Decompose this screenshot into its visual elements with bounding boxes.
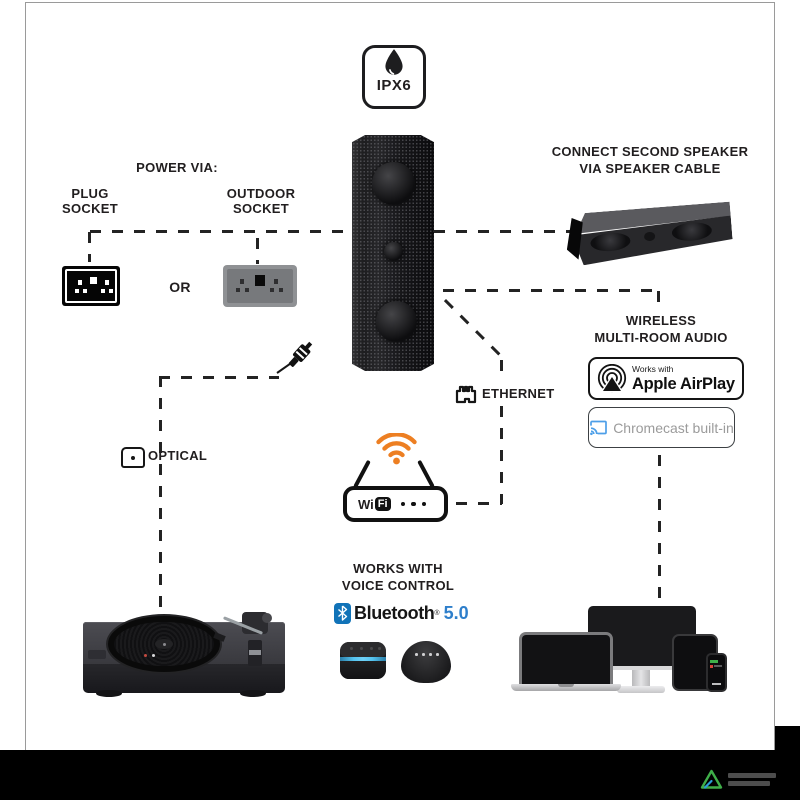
- dashed-connector-second-speaker: [434, 230, 570, 233]
- dashed-connector-wireless-h: [443, 289, 659, 292]
- router-antenna-left: [353, 459, 371, 489]
- optical-port-icon: [121, 447, 145, 468]
- router-led-dots: [400, 501, 427, 507]
- wifi-signal-icon: [374, 432, 419, 470]
- airplay-label: Apple AirPlay: [632, 374, 735, 393]
- dashed-connector-optical-v: [159, 376, 162, 612]
- outdoor-socket-image: [223, 265, 297, 307]
- dashed-connector-power: [90, 230, 352, 233]
- optical-plug-icon: [284, 338, 316, 371]
- wifi-router-image: Wi Fi: [343, 486, 448, 522]
- turntable-platter: [106, 614, 222, 674]
- turntable-start-button: [88, 650, 106, 659]
- dashed-connector-ethernet-v1: [500, 360, 503, 382]
- bottom-black-band: [0, 750, 800, 800]
- dashed-connector-plug-drop: [88, 232, 91, 262]
- speaker-woofer-bottom: [376, 301, 417, 342]
- ethernet-port-icon: [454, 383, 478, 410]
- ipx6-badge: IPX6: [362, 45, 426, 109]
- plug-socket-image: [62, 266, 120, 306]
- outdoor-socket-label: OUTDOOR SOCKET: [226, 186, 296, 216]
- router-antenna-right: [417, 459, 435, 489]
- speaker-mid-driver: [384, 242, 403, 261]
- voice-control-heading: WORKS WITH VOICE CONTROL: [341, 561, 455, 593]
- turntable-image: [80, 606, 288, 697]
- airplay-badge: Works with Apple AirPlay: [588, 357, 744, 400]
- dashed-connector-ethernet-v2: [500, 406, 503, 504]
- dashed-connector-devices-v: [658, 455, 661, 601]
- router-fi-text: Fi: [374, 497, 391, 511]
- bluetooth-registered-mark: ®: [434, 609, 440, 617]
- ethernet-label: ETHERNET: [482, 386, 555, 401]
- echo-dot-image: [340, 642, 386, 679]
- chromecast-icon: [590, 420, 608, 435]
- watermark: [700, 769, 776, 790]
- speaker-woofer-top: [372, 162, 415, 205]
- water-drop-icon: [385, 49, 403, 75]
- watermark-text: [728, 773, 776, 786]
- connect-second-speaker-heading: CONNECT SECOND SPEAKER VIA SPEAKER CABLE: [551, 144, 749, 176]
- frame-border-right: [774, 2, 775, 750]
- ipx6-label: IPX6: [376, 77, 412, 94]
- main-speaker-image: [352, 135, 434, 371]
- bluetooth-icon: [334, 602, 351, 624]
- router-wi-text: Wi: [358, 496, 374, 512]
- optical-label: OPTICAL: [148, 448, 208, 463]
- chromecast-label: Chromecast built-in: [613, 419, 734, 436]
- bluetooth-version: 5.0: [443, 602, 469, 623]
- dashed-connector-optical-h: [159, 376, 279, 379]
- echo-light-ring: [340, 657, 386, 661]
- bluetooth-logo-row: Bluetooth® 5.0: [334, 601, 474, 625]
- airplay-icon: [597, 363, 627, 392]
- or-label: OR: [169, 279, 191, 295]
- bluetooth-label: Bluetooth: [354, 602, 435, 623]
- frame-border-left: [25, 2, 26, 750]
- dashed-connector-outdoor-drop: [256, 238, 259, 264]
- power-via-heading: POWER VIA:: [136, 160, 218, 175]
- second-speaker-image: [564, 202, 734, 269]
- nest-mini-image: [401, 641, 451, 683]
- plug-socket-label: PLUG SOCKET: [62, 186, 118, 216]
- corner-black-notch: [775, 726, 800, 750]
- phone-image: [706, 653, 727, 692]
- airplay-works-with: Works with: [632, 364, 674, 374]
- dashed-connector-router-h: [456, 502, 502, 505]
- turntable-pitch-slider: [248, 640, 262, 666]
- frame-border-top: [25, 2, 775, 3]
- wireless-heading: WIRELESS MULTI-ROOM AUDIO: [594, 313, 728, 345]
- dashed-connector-ethernet-diagonal: [444, 299, 502, 356]
- laptop-image: [519, 632, 613, 684]
- watermark-triangle-logo: [700, 769, 723, 789]
- chromecast-badge: Chromecast built-in: [588, 407, 735, 448]
- dashed-connector-wireless-v: [657, 291, 660, 312]
